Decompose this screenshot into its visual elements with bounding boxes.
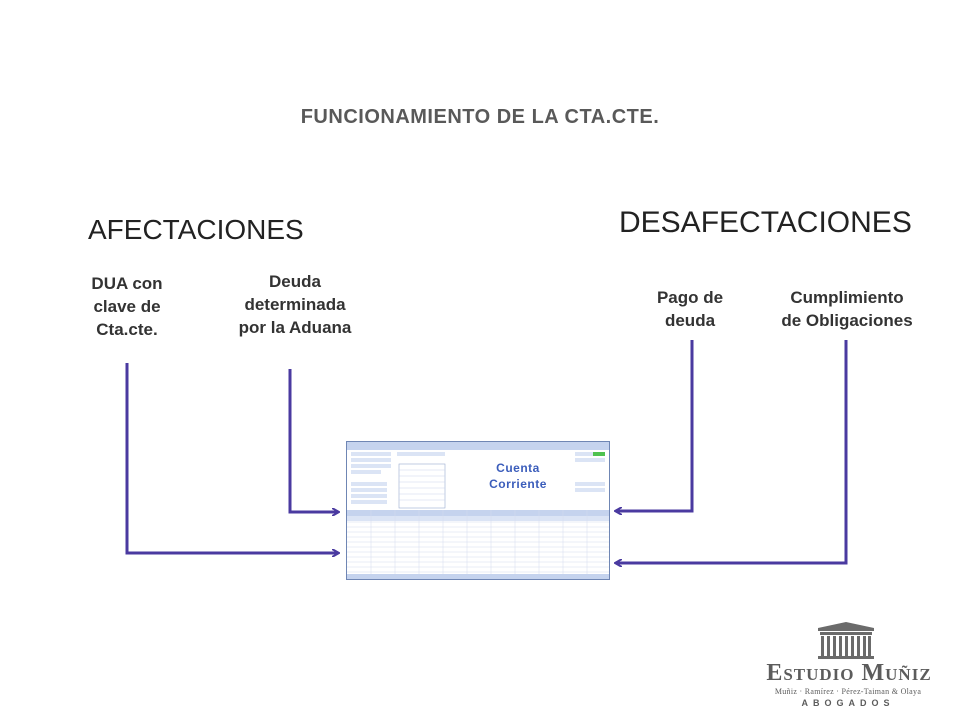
deuda-label-line: determinada [244,295,346,314]
pago-label-line: Pago de [656,288,724,307]
deuda-arrow [288,369,338,512]
estudio-muniz-logo [818,622,874,659]
pago-label: Pago de deuda [630,286,750,332]
cuenta-corriente-spreadsheet [346,441,610,580]
logo-name: Estudio Muñiz [766,660,932,686]
spreadsheet-graphic [347,442,609,579]
cumplimiento-arrow [616,340,848,563]
cumplimiento-label: Cumplimiento de Obligaciones [758,286,936,332]
pago-arrow [616,340,694,511]
slide-title: FUNCIONAMIENTO DE LA CTA.CTE. [300,106,660,128]
deuda-label-line: por la Aduana [238,318,352,337]
deuda-label-line: Deuda [269,272,321,291]
afectaciones-heading: AFECTACIONES [88,214,304,245]
dua-label-line: clave de [93,297,161,316]
logo-tagline: ABOGADOS [801,698,895,708]
dua-label-line: Cta.cte. [96,320,158,339]
deuda-label: Deuda determinada por la Aduana [210,270,380,339]
dua-arrow [125,363,338,553]
dua-label-line: DUA con [91,274,163,293]
building-icon [818,622,874,659]
cuenta-corriente-line: Cuenta [496,461,540,475]
logo-partners: Muñiz · Ramírez · Pérez-Taiman & Olaya [774,687,922,696]
desafectaciones-heading: DESAFECTACIONES [619,206,912,239]
dua-label: DUA con clave de Cta.cte. [62,272,192,341]
pago-label-line: deuda [664,311,716,330]
cumplimiento-label-line: Cumplimiento [790,288,904,307]
cumplimiento-label-line: de Obligaciones [781,311,913,330]
cuenta-corriente-line: Corriente [489,477,547,491]
cuenta-corriente-label: Cuenta Corriente [473,460,563,492]
